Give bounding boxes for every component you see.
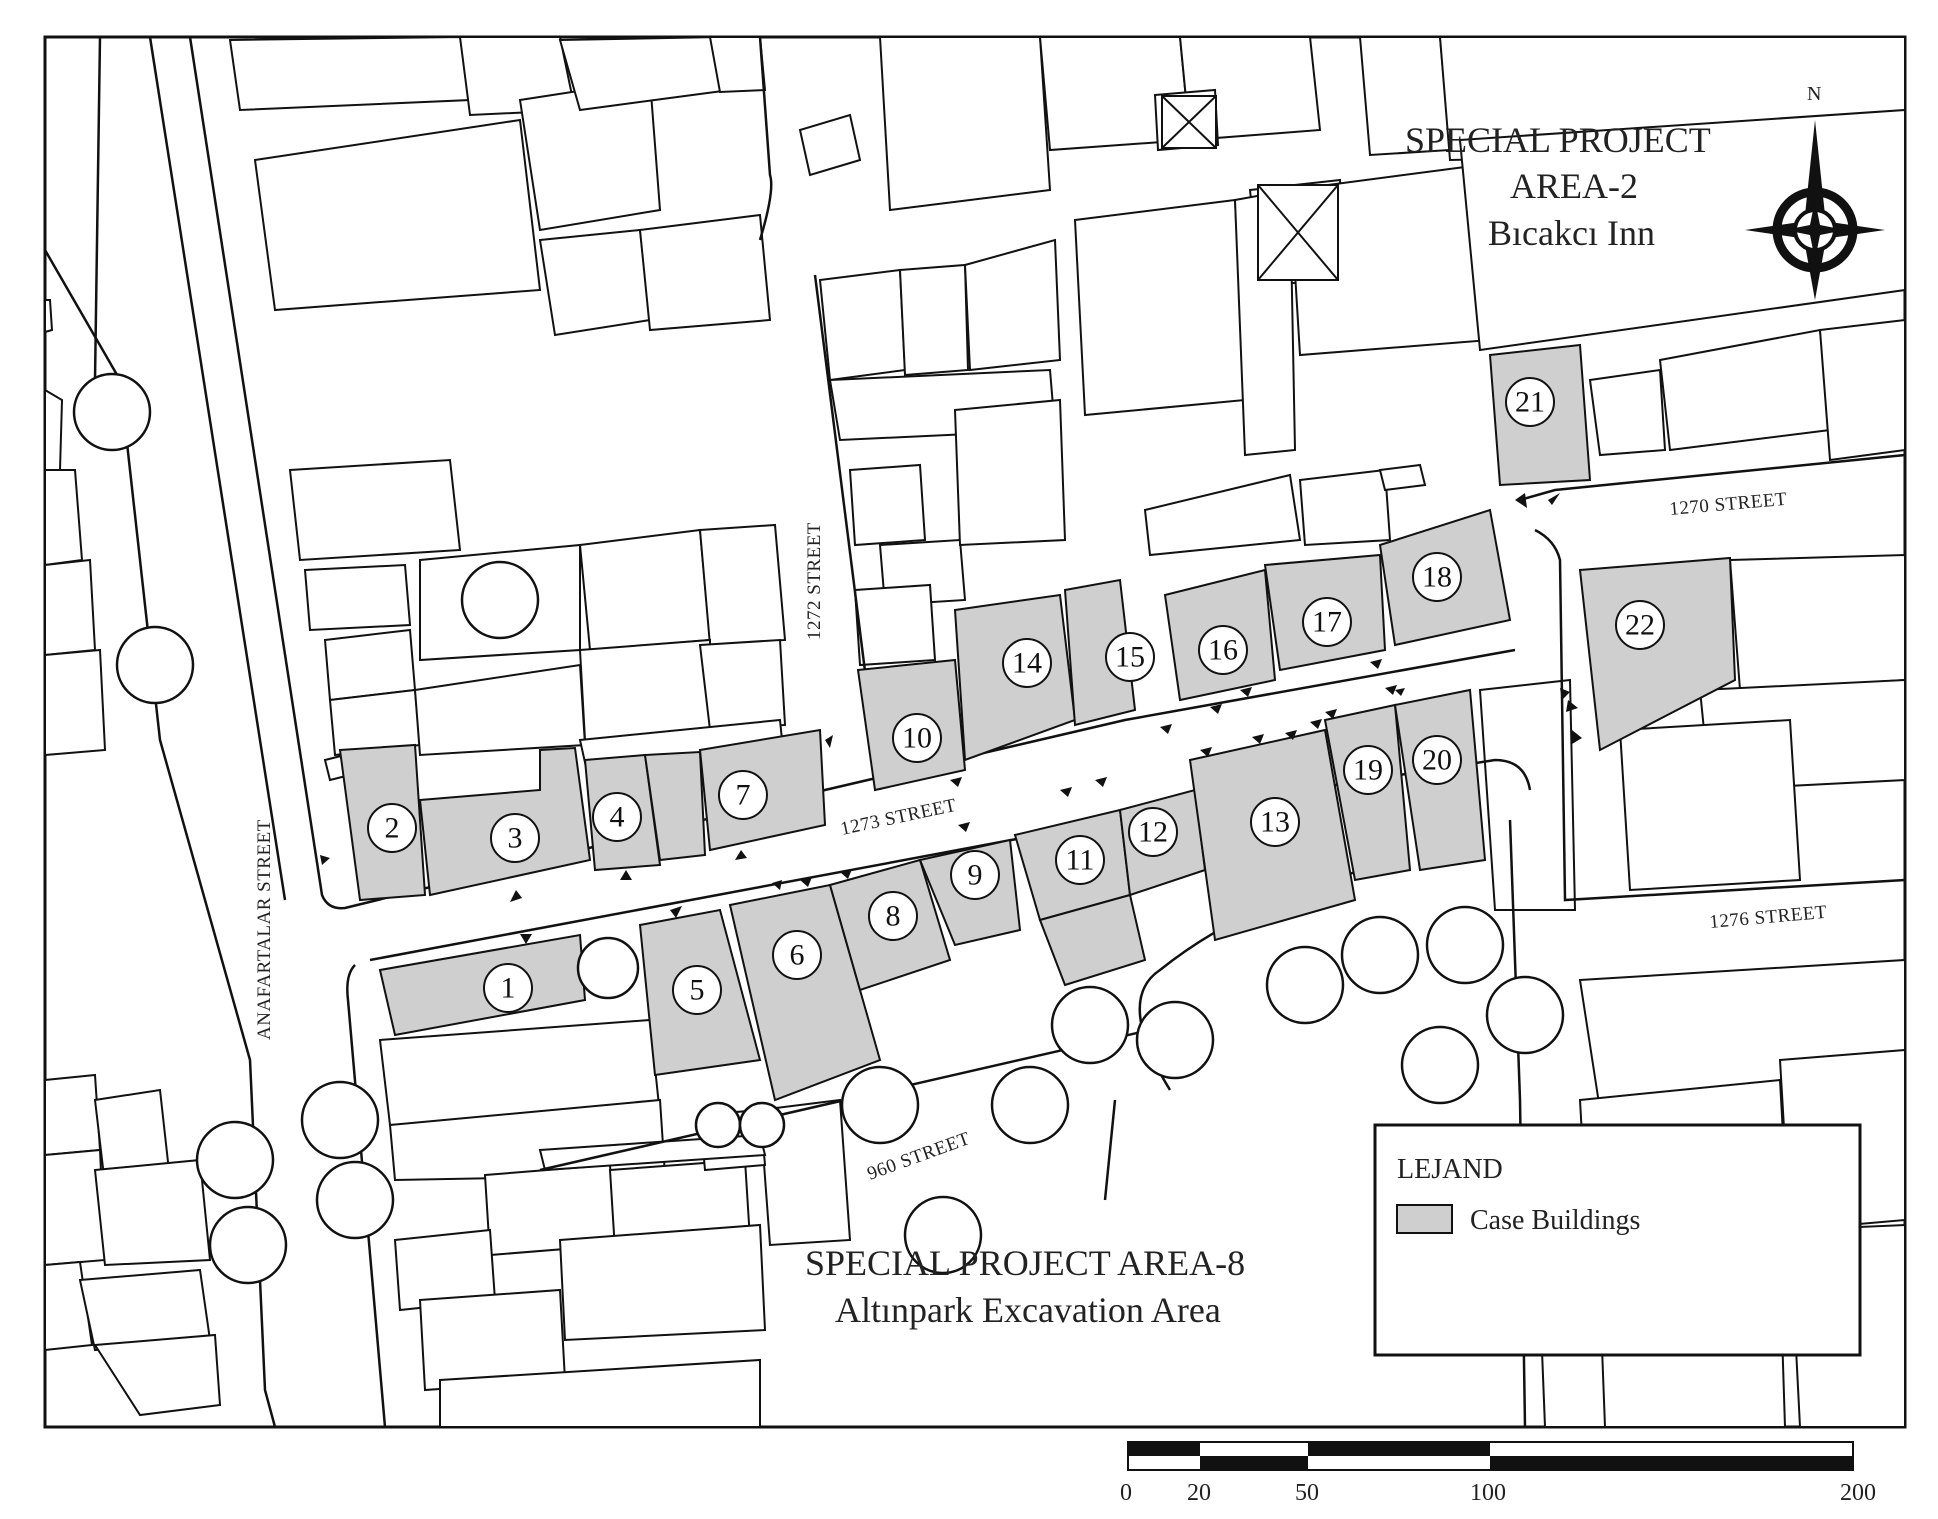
entrance-triangle-icon [320, 855, 330, 865]
street-label-anafartalar: ANAFARTALAR STREET [254, 819, 275, 1040]
entrance-triangle-icon [1060, 787, 1072, 797]
entrance-triangle-icon [1548, 493, 1560, 505]
building-number: 11 [1066, 844, 1095, 877]
building-number: 16 [1208, 634, 1238, 667]
area-2-subtitle: Bıcakcı Inn [1488, 213, 1655, 253]
area-labels: SPECIAL PROJECT AREA-2 Bıcakcı Inn SPECI… [805, 120, 1711, 1330]
crossed-structures [1161, 95, 1339, 281]
building-number: 3 [508, 822, 523, 855]
entrance-triangle-icon [1325, 709, 1337, 719]
entrance-triangle-icon [1560, 688, 1570, 700]
entrance-triangle-icon [735, 850, 747, 860]
building-labels: 1 2 3 4 5 6 7 8 9 10 11 12 13 14 15 16 1… [367, 377, 1665, 1015]
entrance-triangle-icon [520, 934, 532, 944]
area-8-subtitle: Altınpark Excavation Area [835, 1290, 1221, 1330]
entrance-triangle-icon [1095, 777, 1107, 787]
entrance-triangle-icon [510, 890, 522, 902]
building-number: 21 [1515, 386, 1545, 419]
compass-rose-icon [1745, 120, 1885, 300]
case-building-22 [1578, 556, 1737, 752]
building-number: 19 [1353, 754, 1383, 787]
scale-tick-label: 0 [1120, 1480, 1132, 1506]
entrance-triangle-icon [1200, 747, 1212, 757]
building-number: 8 [886, 900, 901, 933]
case-building-6 [728, 883, 882, 1102]
entrance-triangle-icon [1370, 659, 1382, 669]
case-building-4b [643, 750, 707, 862]
entrance-triangle-icon [620, 870, 632, 880]
area-2-title-line1: SPECIAL PROJECT [1405, 120, 1711, 160]
scale-tick-label: 50 [1295, 1480, 1319, 1506]
legend-title: LEJAND [1397, 1154, 1503, 1185]
entrance-triangle-icon [1566, 700, 1578, 712]
entrance-triangle-icon [825, 735, 833, 748]
case-buildings [338, 343, 1737, 1102]
entrance-triangle-icon [1160, 724, 1172, 734]
scale-tick-label: 20 [1187, 1480, 1211, 1506]
entrance-triangle-icon [1285, 730, 1297, 740]
entrance-triangle-icon [1385, 685, 1397, 695]
legend: LEJAND Case Buildings [1373, 1123, 1862, 1357]
entrance-triangle-icon [800, 877, 812, 887]
case-building-15 [1063, 578, 1137, 727]
entrance-triangle-icon [1515, 493, 1527, 508]
scale-tick-label: 200 [1840, 1480, 1876, 1506]
area-8-title: SPECIAL PROJECT AREA-8 [805, 1243, 1245, 1283]
area-2-title-line2: AREA-2 [1510, 166, 1638, 206]
entrance-triangle-icon [670, 906, 682, 918]
tree-circles [72, 372, 1565, 1285]
legend-swatch [1396, 1204, 1453, 1234]
entrance-triangle-icon [950, 777, 962, 787]
entrance-triangle-icon [772, 880, 782, 890]
case-building-1 [378, 933, 587, 1037]
building-number: 5 [690, 974, 705, 1007]
building-number: 13 [1260, 806, 1290, 839]
legend-item-label: Case Buildings [1470, 1205, 1640, 1236]
entrance-triangle-icon [1572, 730, 1582, 744]
building-number: 4 [610, 801, 625, 834]
north-label: N [1807, 83, 1821, 105]
building-number: 7 [736, 779, 751, 812]
entrance-triangle-icon [1240, 687, 1252, 697]
entrance-triangle-icon [1310, 719, 1322, 729]
building-number: 9 [968, 859, 983, 892]
building-number: 10 [902, 722, 932, 755]
entrance-triangle-icon [1395, 688, 1405, 696]
entrance-triangle-icon [840, 869, 852, 879]
building-number: 20 [1422, 744, 1452, 777]
building-number: 12 [1138, 816, 1168, 849]
building-number: 18 [1422, 561, 1452, 594]
building-number: 6 [790, 939, 805, 972]
street-label-1272: 1272 STREET [804, 522, 825, 640]
building-number: 14 [1012, 647, 1042, 680]
scale-tick-label: 100 [1470, 1480, 1506, 1506]
entrance-triangle-icon [958, 822, 970, 832]
building-number: 15 [1115, 641, 1145, 674]
building-number: 2 [385, 812, 400, 845]
scale-bar: 0 20 50 100 200 [1120, 1441, 1876, 1506]
building-number: 22 [1625, 609, 1655, 642]
entrance-triangle-icon [1210, 704, 1222, 714]
case-building-11b [1038, 893, 1147, 987]
entrance-triangle-icon [1252, 734, 1264, 744]
entrance-markers [320, 493, 1582, 944]
building-number: 1 [501, 972, 516, 1005]
building-number: 17 [1312, 606, 1342, 639]
